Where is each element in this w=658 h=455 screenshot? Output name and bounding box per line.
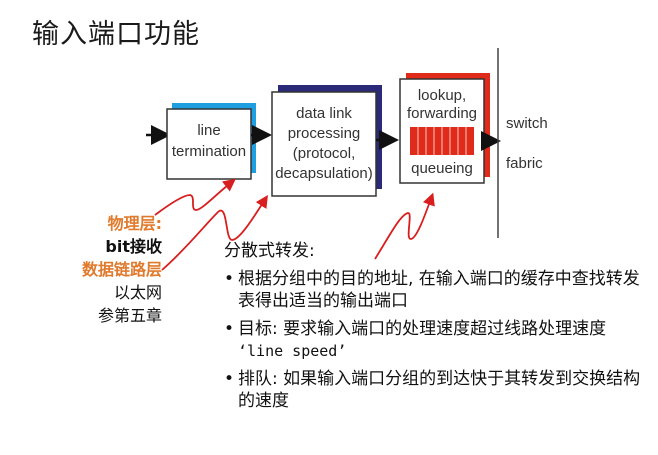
datalink-layer-label: 数据链路层 bbox=[81, 260, 162, 279]
physical-layer-desc: bit接收 bbox=[105, 237, 162, 256]
queueing-label: queueing bbox=[411, 160, 473, 177]
bullet-text: 排队: 如果输入端口分组的到达快于其转发到交换结构的速度 bbox=[238, 369, 641, 411]
data-link-label-1: data link bbox=[296, 105, 352, 122]
lookup-label-1: lookup, bbox=[418, 87, 466, 104]
data-link-processing-box: data link processing (protocol, decapsul… bbox=[271, 85, 382, 197]
datalink-desc-1: 以太网 bbox=[113, 283, 162, 302]
lookup-forwarding-box: lookup, forwarding queueing bbox=[399, 73, 490, 184]
data-link-label-2: processing bbox=[288, 125, 361, 142]
physical-layer-pointer bbox=[154, 178, 236, 216]
layer-labels: 物理层: bit接收 数据链路层 以太网 参第五章 bbox=[82, 212, 162, 327]
datalink-desc-2: 参第五章 bbox=[97, 306, 162, 325]
datalink-layer-pointer bbox=[161, 194, 268, 271]
fabric-label: fabric bbox=[506, 155, 543, 172]
bullet-item: 根据分组中的目的地址, 在输入端口的缓存中查找转发表得出适当的输出端口 bbox=[224, 268, 644, 312]
section-heading: 分散式转发: bbox=[224, 241, 315, 261]
data-link-label-4: decapsulation) bbox=[275, 165, 373, 182]
forwarding-pointer bbox=[374, 192, 435, 260]
line-termination-label-1: line bbox=[197, 122, 220, 139]
line-speed-term: ‘line speed’ bbox=[238, 342, 347, 360]
data-link-label-3: (protocol, bbox=[293, 145, 356, 162]
bullet-list: 根据分组中的目的地址, 在输入端口的缓存中查找转发表得出适当的输出端口 目标: … bbox=[224, 268, 644, 412]
bullet-text: 根据分组中的目的地址, 在输入端口的缓存中查找转发表得出适当的输出端口 bbox=[238, 269, 640, 311]
queue-buffer bbox=[410, 127, 474, 155]
line-termination-box: line termination bbox=[166, 103, 256, 180]
bullet-text: 目标: 要求输入端口的处理速度超过线路处理速度 bbox=[238, 319, 607, 339]
main-content: 分散式转发: 根据分组中的目的地址, 在输入端口的缓存中查找转发表得出适当的输出… bbox=[224, 240, 644, 418]
lookup-label-2: forwarding bbox=[407, 105, 477, 122]
switch-label: switch bbox=[506, 115, 548, 132]
page-title: 输入端口功能 bbox=[32, 19, 200, 50]
physical-layer-label: 物理层: bbox=[107, 214, 162, 233]
line-termination-label-2: termination bbox=[172, 143, 246, 160]
bullet-item: 排队: 如果输入端口分组的到达快于其转发到交换结构的速度 bbox=[224, 368, 644, 412]
bullet-item: 目标: 要求输入端口的处理速度超过线路处理速度 ‘line speed’ bbox=[224, 318, 644, 362]
